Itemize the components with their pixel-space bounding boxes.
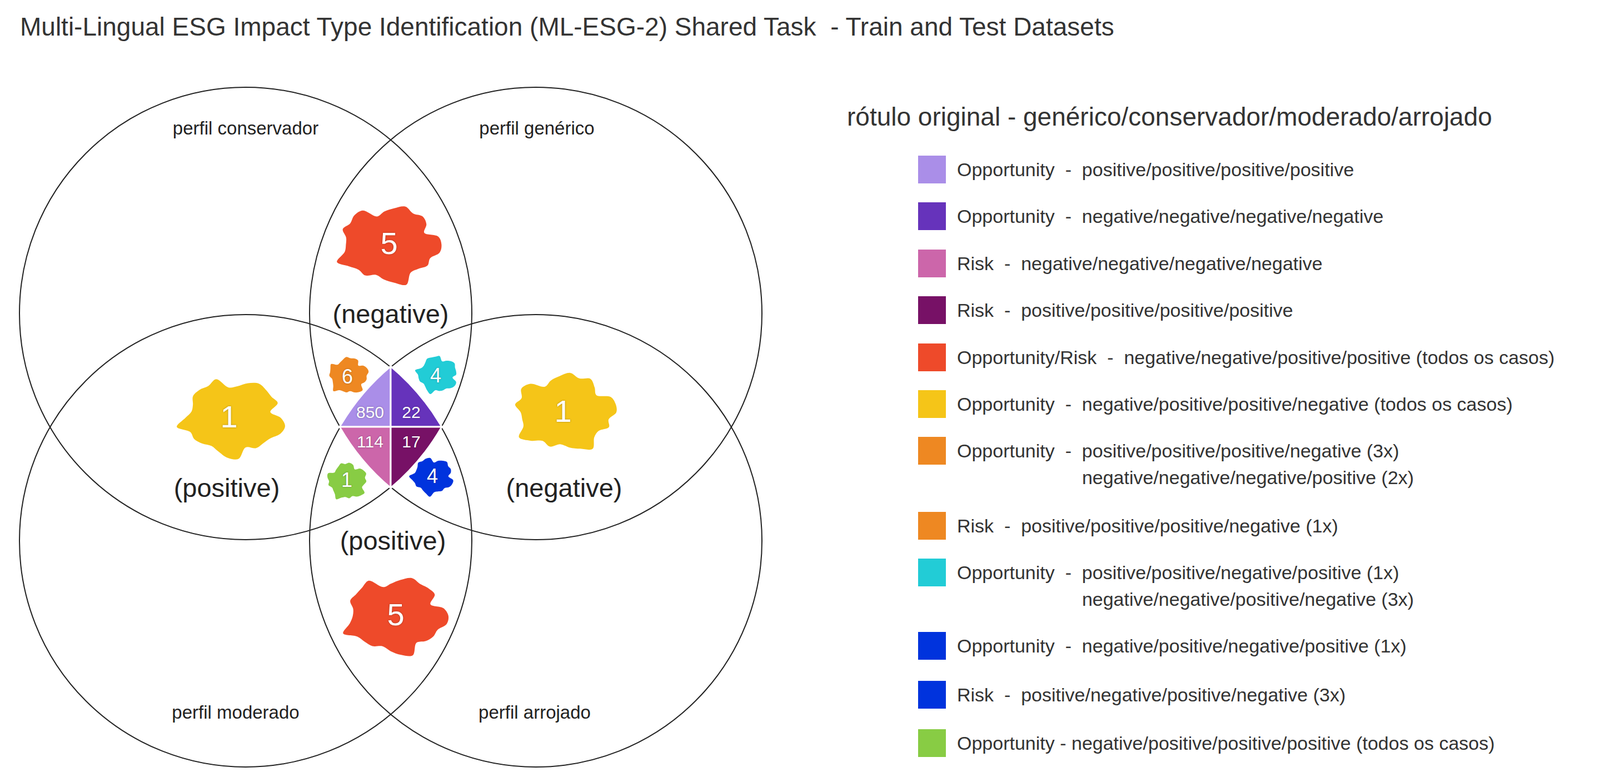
legend-heading: rótulo original - genérico/conservador/m… (846, 101, 1493, 133)
count-blob: 5 (negative) (330, 202, 452, 332)
legend-swatch (918, 155, 946, 184)
circle-outline (19, 87, 472, 540)
circle-label: perfil genérico (479, 117, 595, 139)
legend-swatch (918, 390, 946, 418)
count-blob: 1 (325, 461, 370, 502)
count-blob: 4 (415, 354, 460, 395)
blob-shape (415, 355, 457, 395)
circle-label: perfil arrojado (478, 701, 591, 724)
legend-text: Opportunity - positive/positive/negative… (956, 559, 1420, 613)
count-number: 5 (386, 596, 405, 633)
count-blob: 4 (409, 456, 456, 497)
circle-outline (309, 314, 762, 767)
count-region: 22 (390, 366, 442, 427)
impact-label: (positive) (173, 472, 281, 503)
legend-text: Risk - negative/negative/negative/negati… (956, 250, 1323, 277)
count-blob: (positive) 5 (337, 523, 452, 658)
legend-swatch (918, 511, 946, 540)
legend-text: Risk - positive/negative/positive/negati… (956, 681, 1346, 709)
count-number: 17 (401, 432, 421, 452)
count-number: 4 (426, 464, 438, 488)
legend-swatch (918, 558, 946, 587)
count-number: 1 (220, 399, 238, 435)
impact-label: (negative) (332, 298, 450, 330)
legend-text: Risk - positive/positive/positive/positi… (956, 296, 1294, 324)
legend-swatch (918, 436, 946, 465)
legend-text: Opportunity - positive/positive/positive… (956, 437, 1420, 491)
count-number: 4 (430, 364, 442, 387)
count-region: 850 (339, 366, 391, 427)
legend-swatch (918, 249, 946, 278)
blob-shape (327, 462, 367, 500)
legend-text: Opportunity - negative/positive/positive… (956, 390, 1513, 418)
blob-shape (515, 372, 617, 450)
region-shape (339, 366, 391, 427)
count-blob: 1 (positive) (171, 376, 289, 506)
legend-text: Opportunity - positive/positive/positive… (956, 156, 1354, 183)
circle-label: perfil conservador (172, 117, 319, 139)
legend-text: Opportunity/Risk - negative/negative/pos… (956, 344, 1555, 371)
blob-shape (329, 356, 369, 393)
circle-outline (19, 314, 472, 767)
count-number: 22 (401, 402, 421, 423)
region-shape (390, 366, 442, 427)
blob-shape (342, 577, 449, 657)
legend-swatch (918, 631, 946, 660)
legend-text: Opportunity - negative/positive/negative… (956, 632, 1407, 660)
count-blob: 6 (326, 355, 371, 396)
legend-swatch (918, 729, 946, 757)
circle-label: perfil moderado (171, 701, 299, 724)
count-number: 1 (341, 468, 353, 492)
legend-swatch (918, 343, 946, 372)
impact-label: (positive) (340, 525, 447, 556)
count-number: 850 (356, 402, 385, 423)
count-number: 6 (341, 365, 353, 388)
legend-swatch (918, 296, 946, 325)
diagram-title: Multi-Lingual ESG Impact Type Identifica… (20, 11, 1115, 43)
impact-label: (negative) (506, 472, 623, 503)
legend-swatch (918, 202, 946, 231)
legend-text: Risk - positive/positive/positive/negati… (956, 512, 1339, 540)
count-number: 5 (380, 225, 398, 262)
blob-shape (409, 457, 453, 497)
legend-text: Opportunity - negative/negative/negative… (956, 202, 1384, 230)
count-blob: 1 (negative) (504, 370, 625, 506)
legend-text: Opportunity - negative/positive/positive… (956, 729, 1495, 757)
count-number: 114 (356, 432, 384, 452)
blob-shape (176, 379, 286, 460)
legend-swatch (918, 680, 946, 709)
blob-shape (336, 206, 442, 286)
circle-outline (309, 87, 762, 540)
count-number: 1 (554, 393, 572, 430)
